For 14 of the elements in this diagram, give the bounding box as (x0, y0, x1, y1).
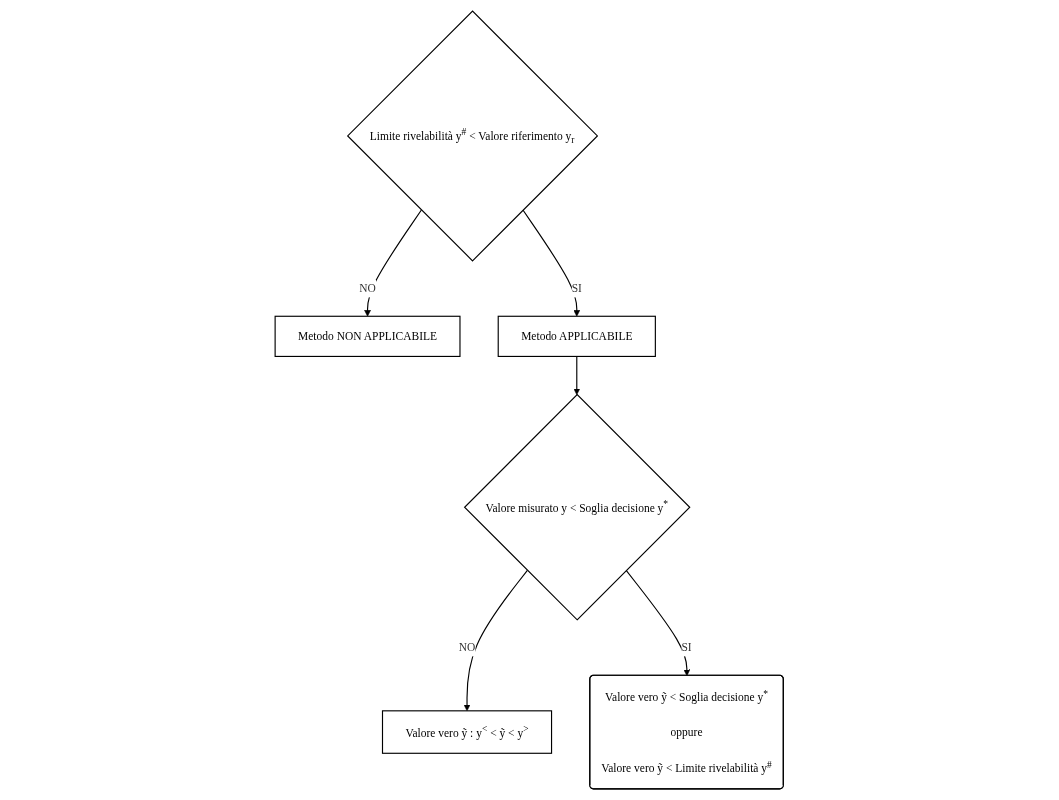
arrow (625, 569, 691, 676)
edge-label: SI (681, 641, 692, 654)
edge-label: SI (571, 282, 583, 295)
node-diamond: Limite rivelabilità y$^{#}$ < Valore riferimento y$_{r}$ (347, 10, 599, 262)
arrow (573, 355, 581, 395)
node-diamond: Valore misurato y < Soglia decisione y$^{*}$ (464, 393, 691, 621)
arrow (364, 209, 423, 317)
node-box: Metodo NON APPLICABILE (274, 315, 461, 357)
node-box: Valore vero ỹ : y$^{<}$ < ỹ < y$^{>}$ (382, 710, 553, 754)
edge-label: NO (459, 641, 476, 654)
edge-label: NO (359, 282, 377, 295)
arrow (522, 209, 581, 317)
node-box: Metodo APPLICABILE (497, 315, 657, 357)
arrow (463, 569, 529, 712)
